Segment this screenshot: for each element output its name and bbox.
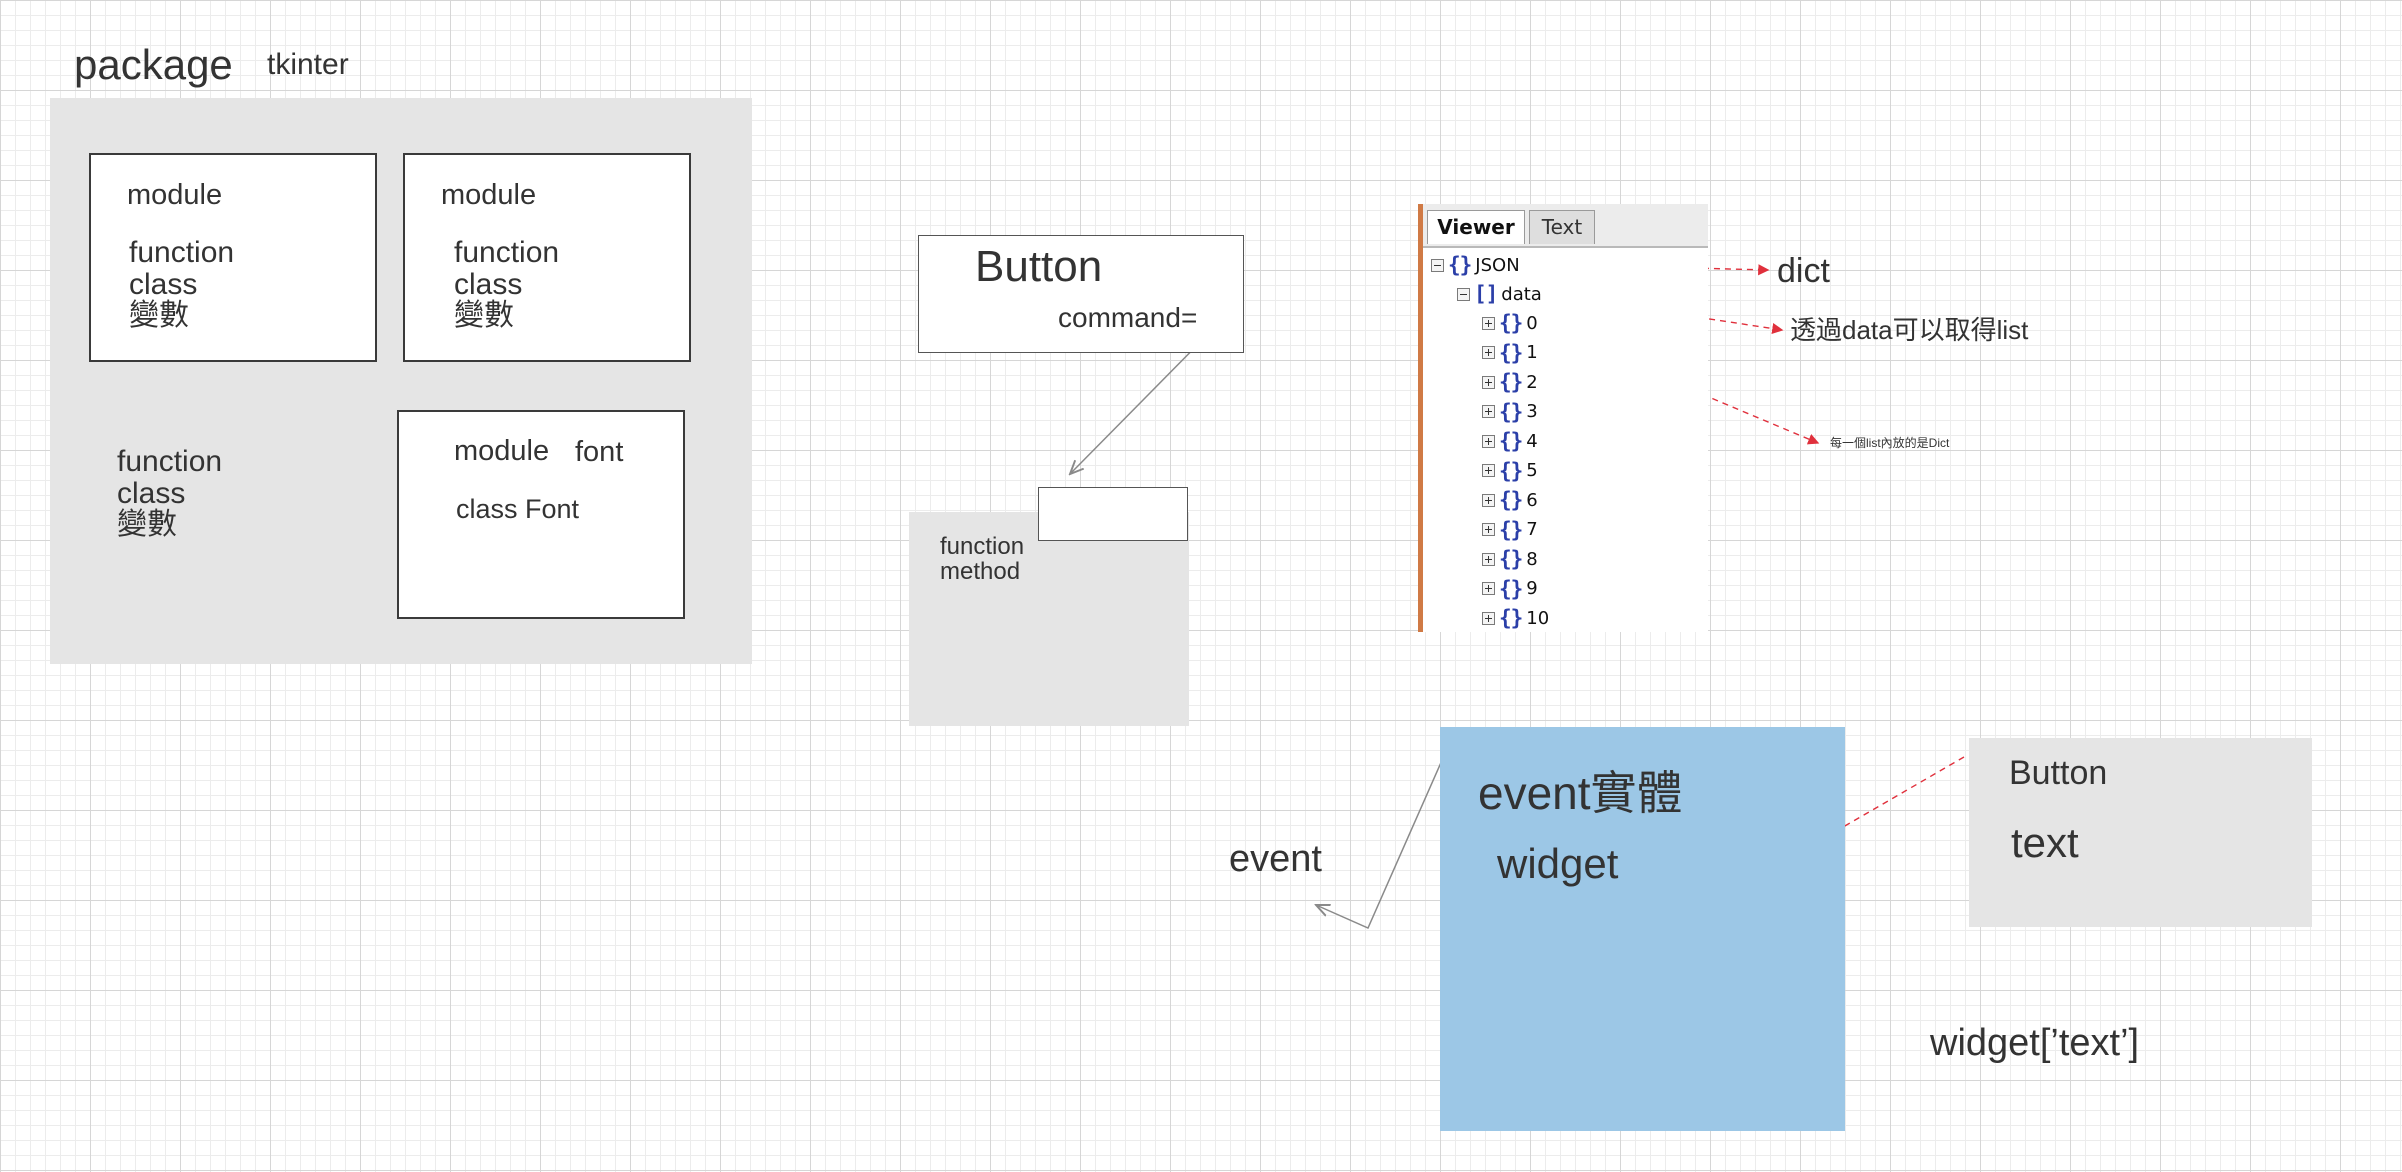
tree-node-data[interactable]: [] data <box>1457 280 1542 308</box>
viewer-tab-bar: Viewer Text <box>1423 204 1708 248</box>
object-icon: {} <box>1499 547 1523 571</box>
package-item: function <box>117 445 223 478</box>
button-box: Button command= <box>918 235 1244 353</box>
tree-node-label: 10 <box>1526 607 1550 629</box>
font-module-box: module font class Font <box>397 410 685 619</box>
module-item: function <box>454 236 560 269</box>
module-contents: function class 變數 <box>454 237 559 332</box>
tree-node-label: 8 <box>1526 548 1538 570</box>
each-item-annotation: 每一個list內放的是Dict <box>1830 436 1950 450</box>
json-viewer: Viewer Text {} JSON [] data {} 0 {} 1 {}… <box>1418 204 1708 632</box>
tree-node-label: 9 <box>1526 578 1538 599</box>
object-icon: {} <box>1499 370 1523 394</box>
tab-viewer[interactable]: Viewer <box>1427 210 1525 244</box>
tree-node-label: 4 <box>1526 430 1538 452</box>
object-icon: {} <box>1499 488 1523 512</box>
expand-icon[interactable] <box>1482 523 1495 536</box>
widget-text-expression: widget[’text’] <box>1930 1022 2140 1064</box>
callback-items: function method <box>940 533 1025 586</box>
tree-node-label: 5 <box>1526 460 1538 481</box>
module-item: 變數 <box>129 299 189 332</box>
module-box-2: module function class 變數 <box>403 153 691 362</box>
object-icon: {} <box>1499 311 1523 335</box>
callback-item: function <box>940 533 1025 560</box>
data-to-list-arrow <box>1545 293 1784 335</box>
collapse-icon[interactable] <box>1431 258 1444 272</box>
event-label: event <box>1229 838 1322 880</box>
event-arrow <box>1316 757 1444 929</box>
tree-node-item[interactable]: {} 0 <box>1482 309 1538 337</box>
module-contents: function class 變數 <box>129 237 234 332</box>
button-widget-text: text <box>2011 819 2079 866</box>
callback-item: method <box>940 558 1021 586</box>
expand-icon[interactable] <box>1482 582 1495 595</box>
expand-icon[interactable] <box>1482 493 1495 507</box>
tree-node-item[interactable]: {} 10 <box>1482 604 1549 632</box>
module-item: class <box>454 267 523 301</box>
dict-annotation: dict <box>1777 252 1830 290</box>
package-loose-items: function class 變數 <box>117 446 222 541</box>
tab-text[interactable]: Text <box>1529 210 1595 244</box>
module-box-1: module function class 變數 <box>89 153 377 362</box>
object-icon: {} <box>1499 458 1523 483</box>
module-item: class <box>129 267 198 301</box>
button-widget-panel <box>1969 738 2312 927</box>
button-widget-title: Button <box>2009 754 2108 792</box>
expand-icon[interactable] <box>1482 434 1495 448</box>
font-module-title: module <box>454 435 550 467</box>
font-module-item: class Font <box>456 494 580 524</box>
package-name: tkinter <box>267 48 349 81</box>
tree-node-item[interactable]: {} 4 <box>1482 427 1538 455</box>
expand-icon[interactable] <box>1482 375 1495 389</box>
expand-icon[interactable] <box>1482 552 1495 566</box>
tree-node-label: 3 <box>1526 401 1538 422</box>
object-icon: {} <box>1499 399 1523 424</box>
tree-node-label: 7 <box>1526 519 1538 540</box>
tree-node-json[interactable]: {} JSON <box>1431 251 1520 279</box>
tree-node-item[interactable]: {} 1 <box>1482 339 1538 367</box>
event-widget-label: widget <box>1497 840 1619 887</box>
expand-icon[interactable] <box>1482 611 1495 625</box>
event-object-title: event實體 <box>1478 767 1683 819</box>
expand-icon[interactable] <box>1482 346 1495 359</box>
tree-node-item[interactable]: {} 6 <box>1482 486 1538 514</box>
object-icon: {} <box>1448 253 1472 277</box>
tree-node-item[interactable]: {} 7 <box>1482 516 1538 544</box>
module-title: module <box>127 179 223 211</box>
tree-node-item[interactable]: {} 9 <box>1482 575 1538 603</box>
event-object-panel <box>1440 727 1845 1131</box>
expand-icon[interactable] <box>1482 464 1495 477</box>
tree-node-label: data <box>1501 283 1542 305</box>
tree-node-item[interactable]: {} 8 <box>1482 545 1538 573</box>
list-annotation: 透過data可以取得list <box>1790 315 2029 345</box>
object-icon: {} <box>1499 606 1523 630</box>
expand-icon[interactable] <box>1482 405 1495 418</box>
object-icon: {} <box>1499 429 1523 453</box>
button-title: Button <box>975 242 1103 291</box>
tree-node-label: 1 <box>1526 342 1538 363</box>
collapse-icon[interactable] <box>1457 287 1470 301</box>
module-title: module <box>441 179 537 211</box>
font-module-name: font <box>575 436 624 468</box>
callback-panel <box>909 512 1189 726</box>
module-item: 變數 <box>454 299 514 332</box>
package-item: 變數 <box>117 508 177 541</box>
callback-slot <box>1038 487 1188 541</box>
package-item: class <box>117 476 186 510</box>
button-command-param: command= <box>1058 302 1198 333</box>
tree-node-item[interactable]: {} 3 <box>1482 398 1538 426</box>
expand-icon[interactable] <box>1482 316 1495 330</box>
tree-node-item[interactable]: {} 2 <box>1482 368 1538 396</box>
package-label: package <box>74 41 233 88</box>
module-item: function <box>129 236 235 269</box>
tree-node-item[interactable]: {} 5 <box>1482 457 1538 485</box>
object-icon: {} <box>1499 576 1523 601</box>
object-icon: {} <box>1499 517 1523 542</box>
array-icon: [] <box>1474 282 1498 306</box>
tree-node-label: 2 <box>1526 371 1538 393</box>
tree-node-label: 0 <box>1526 312 1538 334</box>
tree-node-label: JSON <box>1475 254 1520 276</box>
object-icon: {} <box>1499 340 1523 365</box>
tree-node-label: 6 <box>1526 489 1538 511</box>
